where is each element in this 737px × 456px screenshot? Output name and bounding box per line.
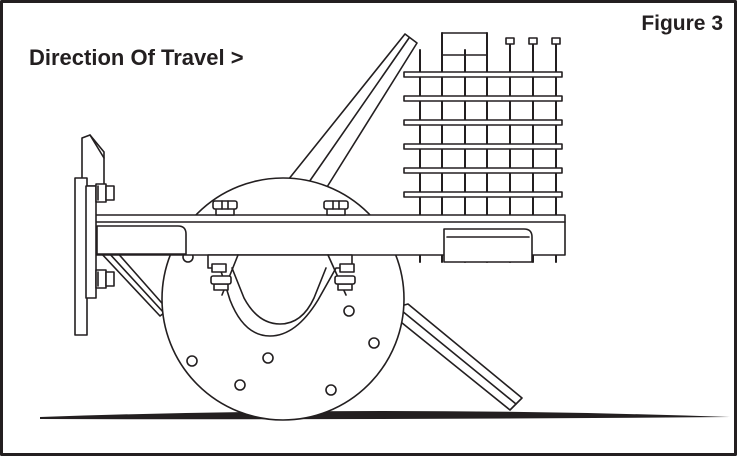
main-beam xyxy=(86,214,566,263)
wheel-mount-bracket xyxy=(207,254,356,337)
top-bolts xyxy=(212,200,349,216)
figure-label: Figure 3 xyxy=(641,12,723,35)
front-mount-plate xyxy=(74,134,115,336)
lower-brace-arm xyxy=(385,303,523,411)
upper-brace-arm xyxy=(275,33,418,196)
direction-of-travel-label: Direction Of Travel > xyxy=(29,45,244,70)
ground-line xyxy=(40,411,730,420)
